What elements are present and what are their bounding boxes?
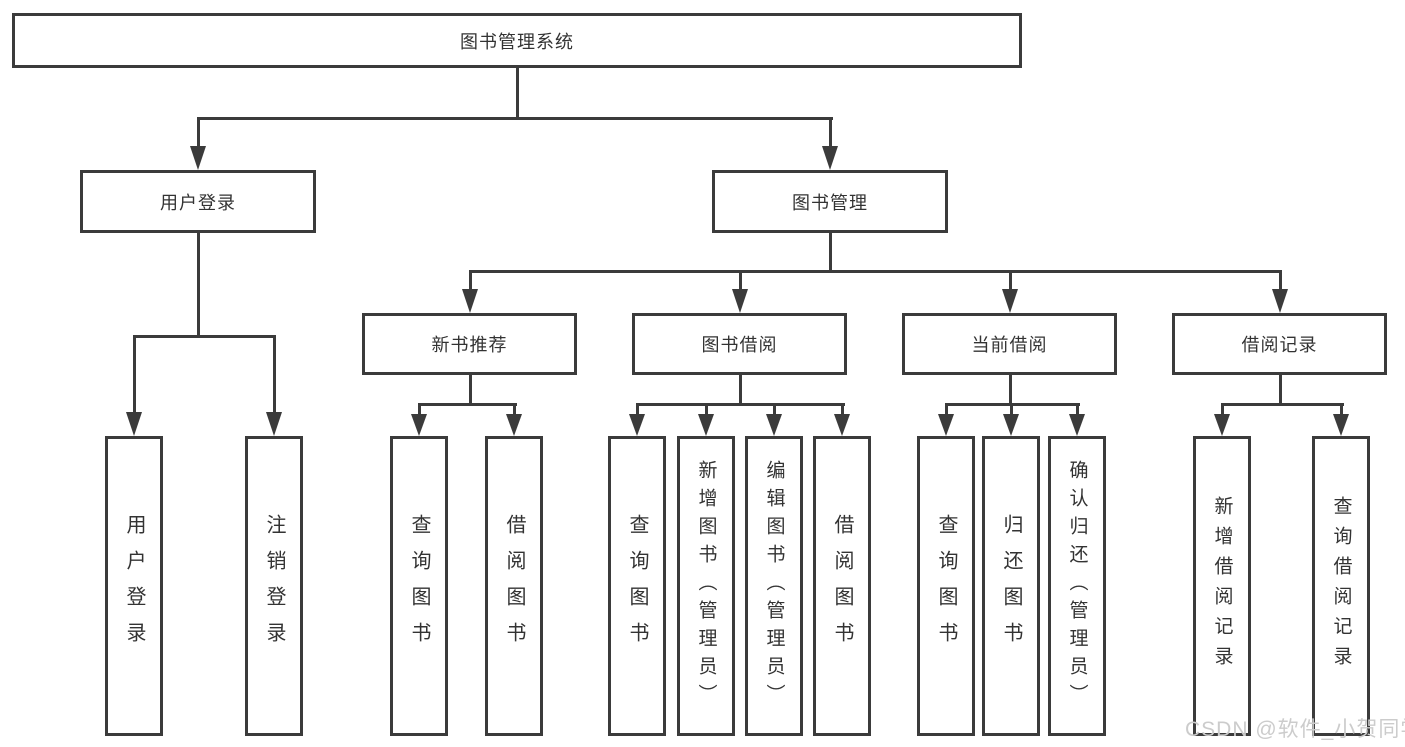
arrow-down-icon: [411, 414, 427, 436]
leaf-query-books-current-label: 查询图书: [935, 514, 957, 658]
connector-records-stub-1: [1221, 403, 1224, 417]
connector-current-stub-3: [1076, 403, 1079, 417]
arrow-down-icon: [1214, 414, 1230, 436]
leaf-edit-book-admin: 编辑图书（管理员）: [745, 436, 803, 736]
leaf-query-borrow-record-label: 查询借阅记录: [1330, 496, 1352, 676]
leaf-query-books-current: 查询图书: [917, 436, 975, 736]
connector-userlogin-vline: [197, 233, 200, 338]
arrow-down-icon: [1003, 414, 1019, 436]
leaf-return-books: 归还图书: [982, 436, 1040, 736]
connector-userlogin-stub-2: [273, 335, 276, 415]
node-new-book-recommend: 新书推荐: [362, 313, 577, 375]
connector-root-stub-left: [197, 117, 200, 148]
connector-borrow-stub-2: [705, 403, 708, 417]
leaf-confirm-return-admin: 确认归还（管理员）: [1048, 436, 1106, 736]
leaf-borrow-books: 借阅图书: [813, 436, 871, 736]
connector-borrow-vline: [739, 375, 742, 406]
connector-bookmgmt-hline: [469, 270, 1282, 273]
connector-root-stub-right: [829, 117, 832, 148]
connector-borrow-stub-3: [773, 403, 776, 417]
leaf-edit-book-admin-label: 编辑图书（管理员）: [763, 460, 785, 712]
node-new-book-recommend-label: 新书推荐: [431, 335, 508, 355]
arrow-down-icon: [1272, 289, 1288, 313]
connector-bookmgmt-stub-3: [1009, 270, 1012, 292]
node-current-borrow: 当前借阅: [902, 313, 1117, 375]
arrow-down-icon: [1002, 289, 1018, 313]
connector-root-vline: [516, 68, 519, 119]
leaf-borrow-books-label: 借阅图书: [831, 514, 853, 658]
leaf-add-borrow-record: 新增借阅记录: [1193, 436, 1251, 736]
leaf-query-books-recommend-label: 查询图书: [408, 514, 430, 658]
leaf-query-books-borrow-label: 查询图书: [626, 514, 648, 658]
arrow-down-icon: [126, 412, 142, 436]
leaf-add-book-admin: 新增图书（管理员）: [677, 436, 735, 736]
connector-borrow-stub-4: [841, 403, 844, 417]
leaf-query-books-recommend: 查询图书: [390, 436, 448, 736]
node-borrow-records-label: 借阅记录: [1241, 335, 1318, 355]
leaf-logout-label: 注销登录: [263, 514, 285, 658]
arrow-down-icon: [1333, 414, 1349, 436]
node-book-management: 图书管理: [712, 170, 948, 233]
arrow-down-icon: [266, 412, 282, 436]
leaf-borrow-books-recommend-label: 借阅图书: [503, 514, 525, 658]
connector-records-vline: [1279, 375, 1282, 406]
connector-userlogin-stub-1: [133, 335, 136, 415]
connector-records-stub-2: [1340, 403, 1343, 417]
leaf-query-books-borrow: 查询图书: [608, 436, 666, 736]
connector-current-vline: [1009, 375, 1012, 406]
arrow-down-icon: [698, 414, 714, 436]
node-book-borrow-label: 图书借阅: [701, 335, 778, 355]
arrow-down-icon: [506, 414, 522, 436]
node-user-login-label: 用户登录: [160, 192, 236, 213]
connector-newbook-stub-1: [418, 403, 421, 417]
connector-bookmgmt-stub-2: [739, 270, 742, 292]
node-book-management-label: 图书管理: [792, 192, 868, 213]
leaf-add-borrow-record-label: 新增借阅记录: [1211, 496, 1233, 676]
connector-current-stub-1: [945, 403, 948, 417]
arrow-down-icon: [766, 414, 782, 436]
leaf-borrow-books-recommend: 借阅图书: [485, 436, 543, 736]
arrow-down-icon: [834, 414, 850, 436]
connector-newbook-stub-2: [513, 403, 516, 417]
leaf-return-books-label: 归还图书: [1000, 514, 1022, 658]
arrow-down-icon: [1069, 414, 1085, 436]
arrow-down-icon: [938, 414, 954, 436]
arrow-down-icon: [822, 146, 838, 170]
arrow-down-icon: [629, 414, 645, 436]
connector-newbook-hline: [418, 403, 517, 406]
connector-bookmgmt-stub-4: [1279, 270, 1282, 292]
connector-borrow-hline: [636, 403, 845, 406]
csdn-watermark: CSDN @软件_小贺同学: [1185, 718, 1405, 741]
node-current-borrow-label: 当前借阅: [971, 335, 1048, 355]
node-root-label: 图书管理系统: [460, 31, 574, 52]
leaf-add-book-admin-label: 新增图书（管理员）: [695, 460, 717, 712]
connector-bookmgmt-stub-1: [469, 270, 472, 292]
leaf-logout: 注销登录: [245, 436, 303, 736]
node-borrow-records: 借阅记录: [1172, 313, 1387, 375]
arrow-down-icon: [190, 146, 206, 170]
node-root: 图书管理系统: [12, 13, 1022, 68]
connector-current-stub-2: [1010, 403, 1013, 417]
leaf-user-login: 用户登录: [105, 436, 163, 736]
leaf-query-borrow-record: 查询借阅记录: [1312, 436, 1370, 736]
connector-borrow-stub-1: [636, 403, 639, 417]
connector-bookmgmt-vline: [829, 233, 832, 273]
arrow-down-icon: [732, 289, 748, 313]
node-user-login: 用户登录: [80, 170, 316, 233]
node-book-borrow: 图书借阅: [632, 313, 847, 375]
arrow-down-icon: [462, 289, 478, 313]
connector-userlogin-hline: [133, 335, 276, 338]
leaf-confirm-return-admin-label: 确认归还（管理员）: [1066, 460, 1088, 712]
leaf-user-login-label: 用户登录: [123, 514, 145, 658]
connector-root-hline: [197, 117, 833, 120]
connector-records-hline: [1221, 403, 1344, 406]
connector-newbook-vline: [469, 375, 472, 406]
